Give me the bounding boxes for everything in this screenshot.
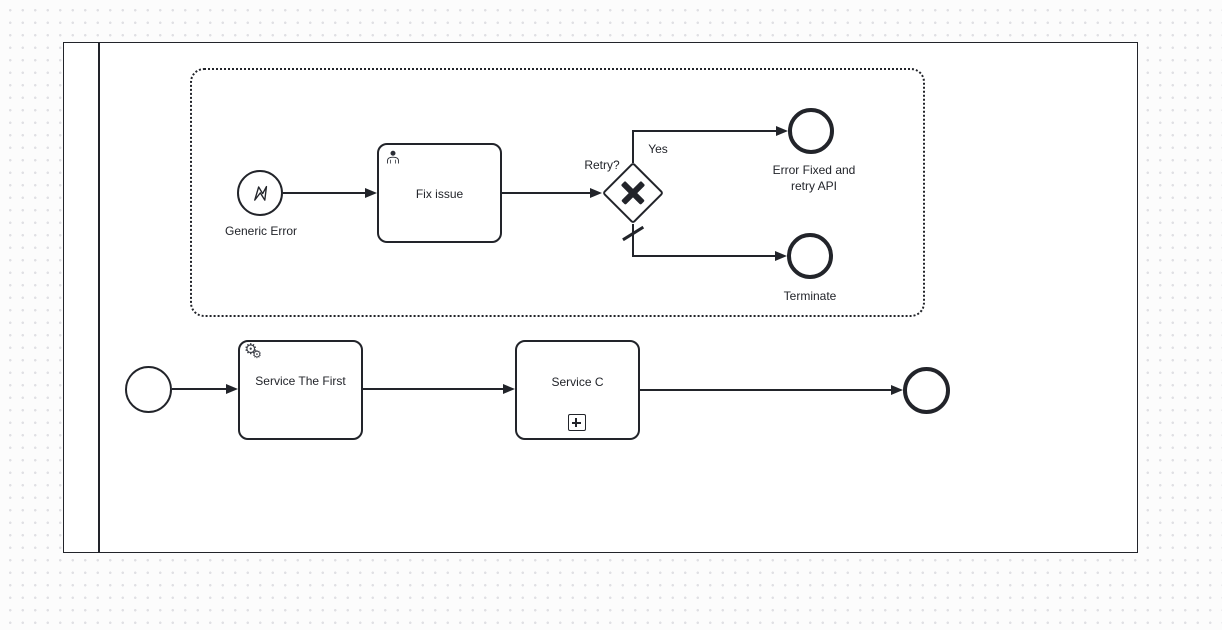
sequence-flow-yes-vertical[interactable] (632, 130, 634, 163)
service-c-subprocess-label: Service C (551, 375, 604, 389)
sequence-flow-error-to-fix[interactable] (283, 192, 365, 194)
main-end-event[interactable] (903, 367, 950, 414)
error-start-event[interactable] (237, 170, 283, 216)
arrowhead-icon (891, 385, 903, 395)
user-icon (387, 150, 399, 164)
sequence-flow-servicec-to-end[interactable] (640, 389, 891, 391)
fix-issue-task[interactable] (377, 143, 502, 243)
error-lightning-icon (254, 185, 268, 201)
error-fixed-end-event[interactable] (788, 108, 834, 154)
subprocess-plus-icon[interactable] (568, 414, 586, 431)
fix-issue-task-label: Fix issue (415, 187, 464, 201)
arrowhead-icon (365, 188, 377, 198)
service-the-first-task-label: Service The First (255, 374, 346, 388)
error-fixed-end-event-label: Error Fixed and retry API (772, 163, 856, 193)
sequence-flow-yes-horizontal[interactable] (632, 130, 776, 132)
arrowhead-icon (503, 384, 515, 394)
sequence-flow-fix-to-gateway[interactable] (502, 192, 590, 194)
gears-icon: ⚙⚙ (244, 340, 262, 361)
terminate-end-event-label: Terminate (783, 289, 837, 303)
participant-pool[interactable] (63, 42, 1138, 553)
error-start-event-label: Generic Error (224, 224, 298, 238)
main-start-event[interactable] (125, 366, 172, 413)
event-subprocess-frame[interactable] (190, 68, 925, 317)
yes-flow-label: Yes (648, 142, 668, 156)
sequence-flow-default-horizontal[interactable] (632, 255, 775, 257)
service-the-first-task[interactable]: ⚙⚙ (238, 340, 363, 440)
pool-header-lane[interactable] (64, 43, 100, 552)
arrowhead-icon (590, 188, 602, 198)
arrowhead-icon (776, 126, 788, 136)
sequence-flow-default-vertical[interactable] (632, 224, 634, 257)
exclusive-gateway-x-icon (620, 180, 646, 206)
sequence-flow-start-to-service1[interactable] (172, 388, 226, 390)
sequence-flow-service1-to-servicec[interactable] (363, 388, 503, 390)
retry-gateway-label: Retry? (584, 158, 620, 172)
terminate-end-event[interactable] (787, 233, 833, 279)
arrowhead-icon (226, 384, 238, 394)
arrowhead-icon (775, 251, 787, 261)
